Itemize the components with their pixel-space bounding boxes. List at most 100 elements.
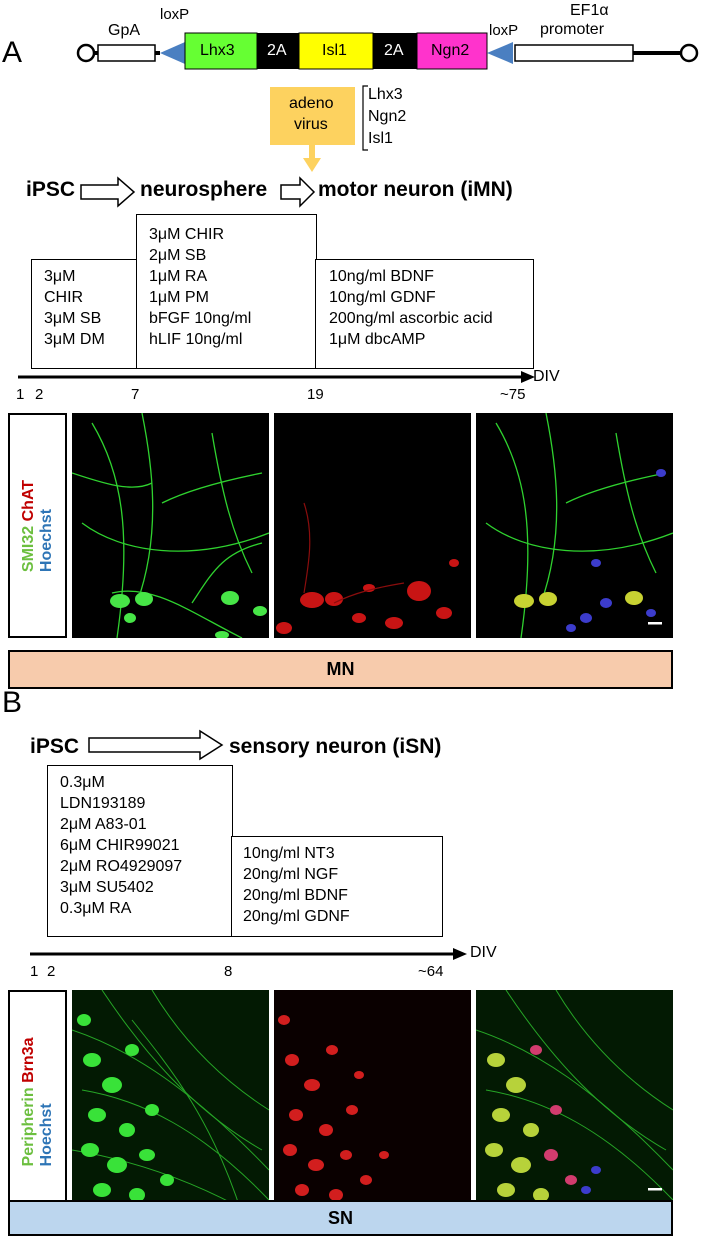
timeline-b-tick-1: 1 (30, 963, 39, 980)
timeline-a-tick-5: ~75 (500, 386, 526, 403)
loxp-left-label: loxP (160, 6, 190, 23)
micrograph-a-red (274, 413, 471, 638)
loxp-left-triangle (160, 42, 185, 64)
adenovirus-arrow (303, 145, 321, 172)
gene-list-item-1: Lhx3 (368, 86, 403, 103)
adenovirus-box (270, 87, 355, 145)
gene-list-item-2: Ngn2 (368, 108, 407, 125)
b1-line-4: 6μM CHIR99021 (60, 837, 180, 854)
a1-line-1: 3μM (44, 268, 76, 285)
a3-line-1: 10ng/ml BDNF (329, 268, 434, 285)
gene-list-bracket (362, 85, 368, 151)
a2-line-6: hLIF 10ng/ml (149, 331, 243, 348)
a2-line-4: 1μM PM (149, 289, 209, 306)
condition-box-a3: 10ng/ml BDNF 10ng/ml GDNF 200ng/ml ascor… (315, 259, 534, 369)
t2a-segment-2 (373, 33, 417, 69)
sn-bar: SN (8, 1200, 673, 1236)
scale-bar-a (648, 622, 662, 625)
timeline-b-axis (30, 948, 467, 960)
stain-b-red: Brn3a (19, 1037, 37, 1083)
gpa-label: GpA (108, 22, 141, 39)
stain-label-a-text: SMI32 ChAT Hoechst (20, 479, 56, 571)
timeline-a-tick-2: 2 (35, 386, 44, 403)
loxp-right-triangle (487, 42, 513, 64)
sn-bar-label: SN (327, 1207, 353, 1228)
a2-line-5: bFGF 10ng/ml (149, 310, 252, 327)
panel-b-letter: B (2, 686, 23, 719)
timeline-b-tick-4: ~64 (418, 963, 444, 980)
promoter-label: promoter (540, 21, 605, 38)
scale-bar-b (648, 1188, 662, 1191)
stain-label-b: Peripherin Brn3a Hoechst (8, 990, 67, 1214)
flow-b-start: iPSC (30, 735, 80, 758)
panel-a-letter: A (2, 36, 23, 69)
b1-line-1: 0.3μM (60, 774, 105, 791)
loxp-right-label: loxP (489, 22, 519, 39)
micrograph-b-green (72, 990, 269, 1214)
timeline-a-axis (18, 371, 535, 383)
timeline-b-tick-3: 8 (224, 963, 233, 980)
b1-line-2: LDN193189 (60, 795, 146, 812)
ngn2-segment (416, 32, 488, 70)
b2-line-4: 20ng/ml GDNF (243, 908, 350, 925)
lhx3-segment (184, 32, 258, 70)
b1-line-5: 2μM RO4929097 (60, 858, 183, 875)
stain-b-blue: Hoechst (37, 1103, 55, 1167)
right-end-circle (679, 43, 699, 63)
mn-bar-label: MN (326, 659, 355, 679)
timeline-a-div-label: DIV (533, 368, 560, 385)
timeline-a-tick-3: 7 (131, 386, 140, 403)
gpa-box (97, 44, 156, 62)
micrograph-b-red (274, 990, 471, 1214)
stain-a-green: SMI32 (19, 525, 37, 572)
micrograph-a-merge (476, 413, 673, 638)
a2-line-3: 1μM RA (149, 268, 208, 285)
ef1a-label: EF1α (570, 2, 609, 19)
timeline-b-tick-2: 2 (47, 963, 56, 980)
b2-line-1: 10ng/ml NT3 (243, 845, 335, 862)
flow-a-middle: neurosphere (140, 178, 268, 201)
b1-line-7: 0.3μM RA (60, 900, 132, 917)
b2-line-2: 20ng/ml NGF (243, 866, 339, 883)
adeno-label-2: virus (294, 116, 328, 133)
flow-b-end: sensory neuron (iSN) (229, 735, 442, 758)
flow-a-arrow-1 (80, 176, 136, 208)
stain-label-a: SMI32 ChAT Hoechst (8, 413, 67, 638)
stain-a-blue: Hoechst (37, 508, 55, 572)
ngn2-label: Ngn2 (431, 42, 470, 59)
t2a-segment-1 (257, 33, 299, 69)
flow-a-end: motor neuron (iMN) (318, 178, 513, 201)
t2a-label-1: 2A (267, 42, 287, 59)
a1-line-4: 3μM DM (44, 331, 105, 348)
construct-diagram (0, 0, 707, 90)
a2-line-1: 3μM CHIR (149, 226, 224, 243)
condition-box-b2: 10ng/ml NT3 20ng/ml NGF 20ng/ml BDNF 20n… (231, 836, 443, 937)
condition-box-b1: 0.3μM LDN193189 2μM A83-01 6μM CHIR99021… (47, 765, 233, 937)
b1-line-3: 2μM A83-01 (60, 816, 147, 833)
flow-a-arrow-2 (280, 176, 316, 208)
lhx3-label: Lhx3 (200, 42, 235, 59)
stain-b-green: Peripherin (19, 1087, 37, 1167)
construct-svg (76, 32, 699, 70)
a3-line-2: 10ng/ml GDNF (329, 289, 436, 306)
a1-line-3: 3μM SB (44, 310, 102, 327)
timeline-b-div-label: DIV (470, 944, 497, 961)
flow-b-arrow (88, 729, 224, 761)
isl1-label: Isl1 (322, 42, 347, 59)
condition-box-a2: 3μM CHIR 2μM SB 1μM RA 1μM PM bFGF 10ng/… (136, 214, 317, 369)
b1-line-6: 3μM SU5402 (60, 879, 154, 896)
mn-bar: MN (8, 650, 673, 689)
timeline-a-tick-1: 1 (16, 386, 25, 403)
a3-line-4: 1μM dbcAMP (329, 331, 426, 348)
a3-line-3: 200ng/ml ascorbic acid (329, 310, 493, 327)
adeno-label-1: adeno (289, 95, 334, 112)
left-end-circle (76, 43, 96, 63)
timeline-a-tick-4: 19 (307, 386, 324, 403)
condition-box-a1: 3μM CHIR 3μM SB 3μM DM (31, 259, 138, 369)
micrograph-b-merge (476, 990, 673, 1214)
b2-line-3: 20ng/ml BDNF (243, 887, 348, 904)
stain-a-red: ChAT (19, 479, 37, 521)
micrograph-a-green (72, 413, 269, 638)
ef1a-promoter-box (514, 44, 634, 62)
gene-list-item-3: Isl1 (368, 130, 393, 147)
